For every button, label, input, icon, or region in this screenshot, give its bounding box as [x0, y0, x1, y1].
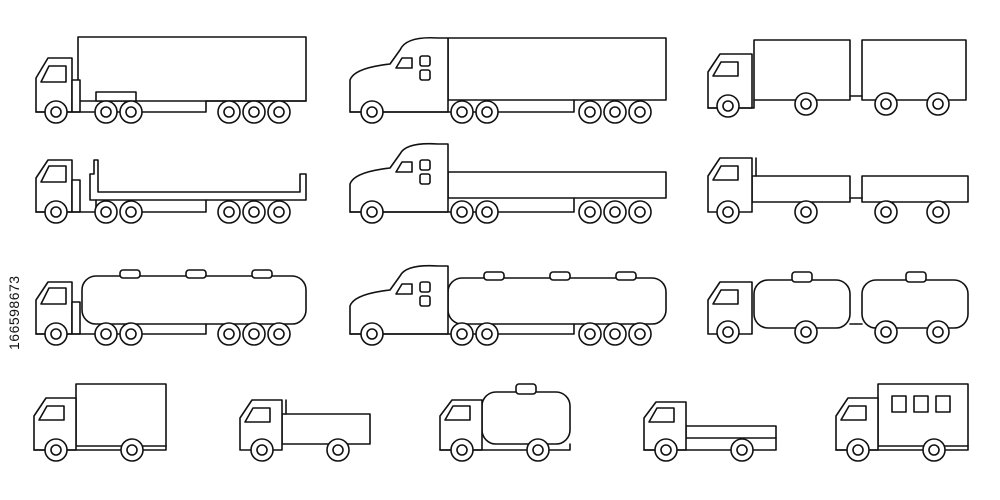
vehicle-cabover-tanker-semi	[35, 269, 307, 346]
vehicle-flatbed-truck	[643, 401, 777, 462]
vehicle-box-truck-with-trailer	[707, 39, 967, 118]
vehicle-conventional-tanker-semi	[349, 264, 667, 346]
stock-watermark-id: 166598673	[6, 275, 22, 350]
vehicle-flatbed-truck-with-trailer	[707, 157, 969, 224]
vehicle-cabover-flatbed-semi	[35, 159, 307, 224]
vehicle-conventional-flatbed-semi	[349, 142, 667, 224]
vehicle-small-tank-truck	[439, 383, 571, 462]
vehicle-bus-van	[835, 383, 969, 462]
vehicle-conventional-box-semi	[349, 36, 667, 124]
vehicle-tank-truck-with-tank-trailer	[707, 271, 969, 344]
vehicle-box-truck	[33, 383, 167, 462]
vehicle-cabover-box-semi	[35, 36, 307, 124]
vehicle-pickup-truck	[239, 399, 371, 462]
